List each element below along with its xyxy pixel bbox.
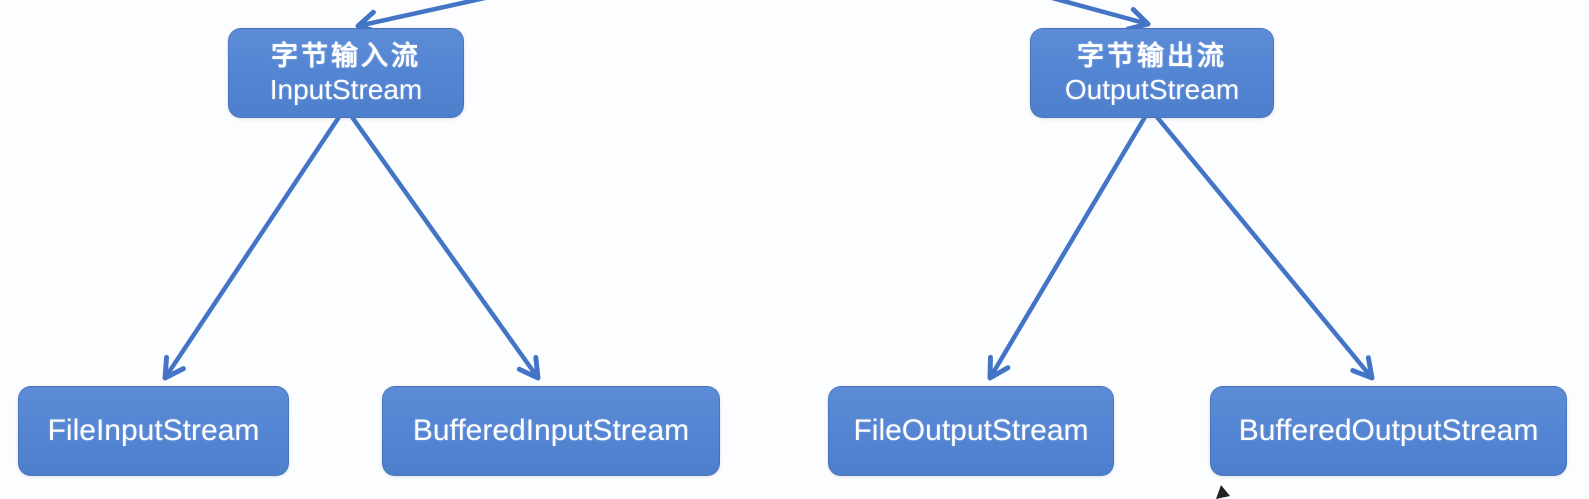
node-outputstream-label-en: OutputStream: [1064, 74, 1240, 105]
edge-outputstream-to-bufferedoutputstream: [1154, 114, 1375, 381]
edge-inputstream-to-fileinputstream: [162, 114, 342, 381]
node-outputstream: 字节输出流 OutputStream: [1030, 28, 1274, 118]
node-fileinputstream-label: FileInputStream: [47, 414, 260, 447]
node-bufferedinputstream: BufferedInputStream: [382, 386, 720, 476]
edge-outputstream-to-fileoutputstream: [987, 114, 1148, 381]
node-inputstream-label-zh: 字节输入流: [271, 41, 421, 71]
node-bufferedoutputstream: BufferedOutputStream: [1210, 386, 1567, 476]
edge-parent-to-outputstream: [1050, 0, 1151, 32]
node-inputstream-label-en: InputStream: [269, 74, 423, 105]
node-inputstream: 字节输入流 InputStream: [228, 28, 464, 118]
edge-parent-to-inputstream: [355, 0, 487, 35]
node-fileoutputstream-label: FileOutputStream: [853, 414, 1089, 447]
node-fileinputstream: FileInputStream: [18, 386, 289, 476]
node-fileoutputstream: FileOutputStream: [828, 386, 1114, 476]
node-bufferedoutputstream-label: BufferedOutputStream: [1238, 414, 1539, 447]
edge-inputstream-to-bufferedinputstream: [349, 114, 541, 381]
node-bufferedinputstream-label: BufferedInputStream: [412, 414, 690, 447]
node-outputstream-label-zh: 字节输出流: [1077, 41, 1227, 71]
